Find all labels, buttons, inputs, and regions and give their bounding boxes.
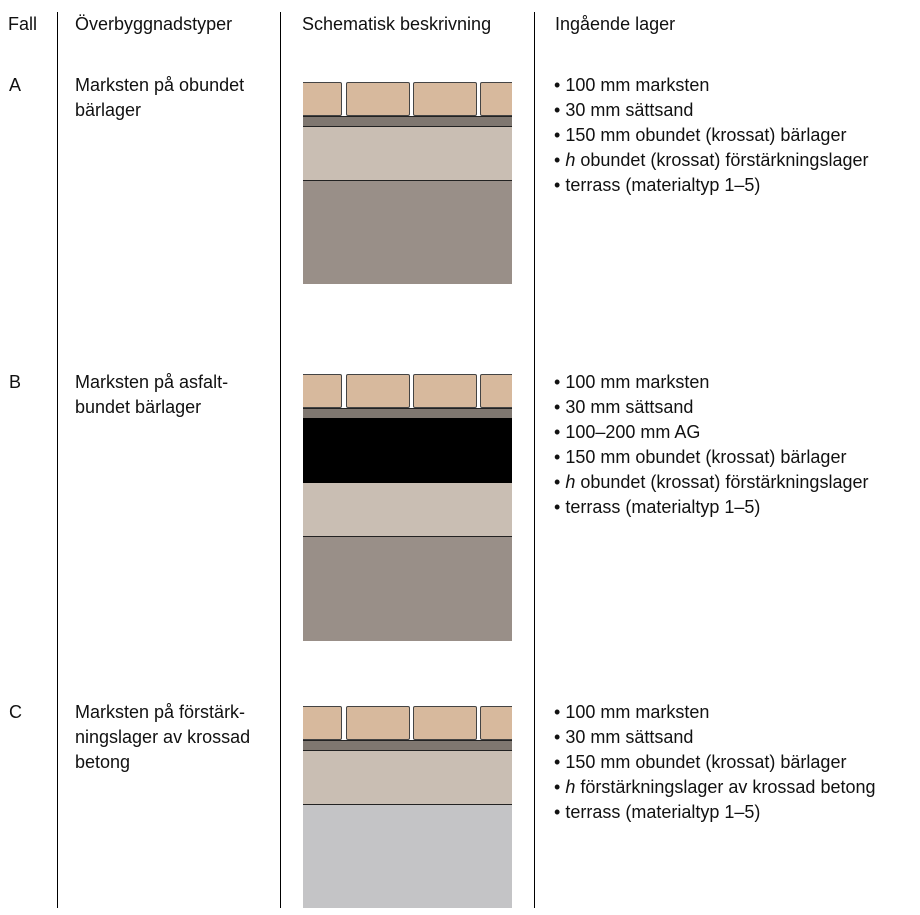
row-b-layer-list: 100 mm marksten 30 mm sättsand 100–200 m…: [554, 370, 868, 520]
row-c-id: C: [9, 702, 22, 722]
paver: [346, 374, 410, 408]
list-item: 100–200 mm AG: [554, 420, 868, 445]
paver: [413, 374, 477, 408]
header-layers: Ingående lager: [555, 14, 676, 34]
paver-layer: [303, 706, 512, 740]
row-c-description-line: Marksten på förstärk-: [75, 702, 246, 722]
paver-layer: [303, 374, 512, 408]
sand-layer: [303, 116, 512, 126]
list-item: 150 mm obundet (krossat) bärlager: [554, 123, 868, 148]
row-b-description: Marksten på asfalt- bundet bärlager: [75, 370, 228, 420]
paver: [413, 706, 477, 740]
paver-layer: [303, 82, 512, 116]
paver: [480, 82, 512, 116]
sand-layer: [303, 740, 512, 750]
column-divider-1: [57, 12, 58, 908]
header-types: Överbyggnadstyper: [75, 14, 233, 34]
list-item: 150 mm obundet (krossat) bärlager: [554, 445, 868, 470]
list-item: terrass (materialtyp 1–5): [554, 173, 868, 198]
paver: [303, 82, 342, 116]
asphalt-layer: [303, 418, 512, 483]
column-divider-3: [534, 12, 535, 908]
row-a-description-line: bärlager: [75, 100, 142, 120]
list-item: 30 mm sättsand: [554, 725, 876, 750]
row-a-description: Marksten på obundet bärlager: [75, 73, 244, 123]
subgrade-layer: [303, 180, 512, 284]
row-c-description-line: betong: [75, 752, 131, 772]
list-item: terrass (materialtyp 1–5): [554, 495, 868, 520]
paver: [480, 374, 512, 408]
list-item: 100 mm marksten: [554, 370, 868, 395]
list-item: terrass (materialtyp 1–5): [554, 800, 876, 825]
row-c-description: Marksten på förstärk- ningslager av kros…: [75, 700, 250, 775]
paver: [346, 706, 410, 740]
crushed-concrete-layer: [303, 804, 512, 908]
list-item: 100 mm marksten: [554, 73, 868, 98]
column-divider-2: [280, 12, 281, 908]
list-item: 30 mm sättsand: [554, 98, 868, 123]
list-item: 30 mm sättsand: [554, 395, 868, 420]
row-c-schematic: [303, 706, 512, 908]
row-a-id: A: [9, 75, 22, 95]
subgrade-layer: [303, 536, 512, 641]
list-item: 100 mm marksten: [554, 700, 876, 725]
row-b-description-line: bundet bärlager: [75, 397, 202, 417]
header-fall: Fall: [8, 14, 38, 34]
row-a-schematic: [303, 82, 512, 284]
row-b-schematic: [303, 374, 512, 641]
list-item: h obundet (krossat) förstärkningslager: [554, 148, 868, 173]
row-a-layer-list: 100 mm marksten 30 mm sättsand 150 mm ob…: [554, 73, 868, 198]
list-item: h förstärkningslager av krossad betong: [554, 775, 875, 800]
header-schematic: Schematisk beskrivning: [302, 14, 492, 34]
sand-layer: [303, 408, 512, 418]
paver: [303, 374, 342, 408]
base-layer: [303, 126, 512, 180]
paver: [303, 706, 342, 740]
row-c-description-line: ningslager av krossad: [75, 727, 251, 747]
paver: [480, 706, 512, 740]
base-layer: [303, 483, 512, 536]
list-item: h obundet (krossat) förstärkningslager: [554, 470, 868, 495]
row-b-id: B: [9, 372, 22, 392]
row-c-layer-list: 100 mm marksten 30 mm sättsand 150 mm ob…: [554, 700, 876, 825]
row-a-description-line: Marksten på obundet: [75, 75, 245, 95]
list-item: 150 mm obundet (krossat) bärlager: [554, 750, 876, 775]
paver: [346, 82, 410, 116]
row-b-description-line: Marksten på asfalt-: [75, 372, 229, 392]
base-layer: [303, 750, 512, 804]
paver: [413, 82, 477, 116]
